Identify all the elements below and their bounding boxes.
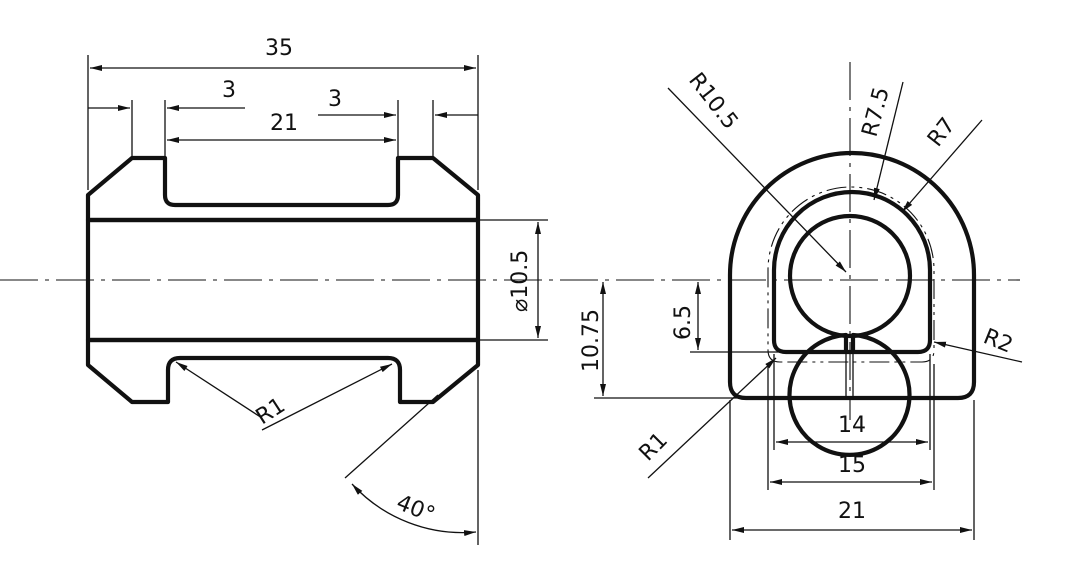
dim-bore-diameter: ⌀10.5 <box>508 250 533 312</box>
liner-section <box>771 189 933 457</box>
dim-groove-radius: R7.5 <box>858 85 895 140</box>
dim-groove-wall-right: 3 <box>328 87 342 112</box>
dim-fillet-left: R1 <box>252 393 290 430</box>
dim-center-height: 10.75 <box>579 309 604 372</box>
side-section-view: 35 3 3 21 ⌀10.5 R1 40° <box>85 36 548 545</box>
dim-outer-radius: R10.5 <box>683 68 742 134</box>
dim-inner-radius: R7 <box>923 113 961 151</box>
dim-outer-width: 21 <box>838 499 866 524</box>
dim-inner-width: 14 <box>838 413 866 438</box>
bore-circle <box>787 213 913 339</box>
bottom-wall-section <box>85 337 481 405</box>
dim-groove-width: 21 <box>270 111 298 136</box>
end-view: R10.5 R7.5 R7 R2 R1 10.75 6.5 14 15 <box>579 62 1023 540</box>
dim-bore-height: 6.5 <box>671 305 696 340</box>
dim-overall-length: 35 <box>265 36 293 61</box>
dim-groove-base-width: 15 <box>838 453 866 478</box>
dim-groove-wall-left: 3 <box>222 78 236 103</box>
outer-profile <box>727 150 977 401</box>
dim-chamfer-angle: 40° <box>393 490 439 528</box>
top-wall-section <box>85 155 481 223</box>
